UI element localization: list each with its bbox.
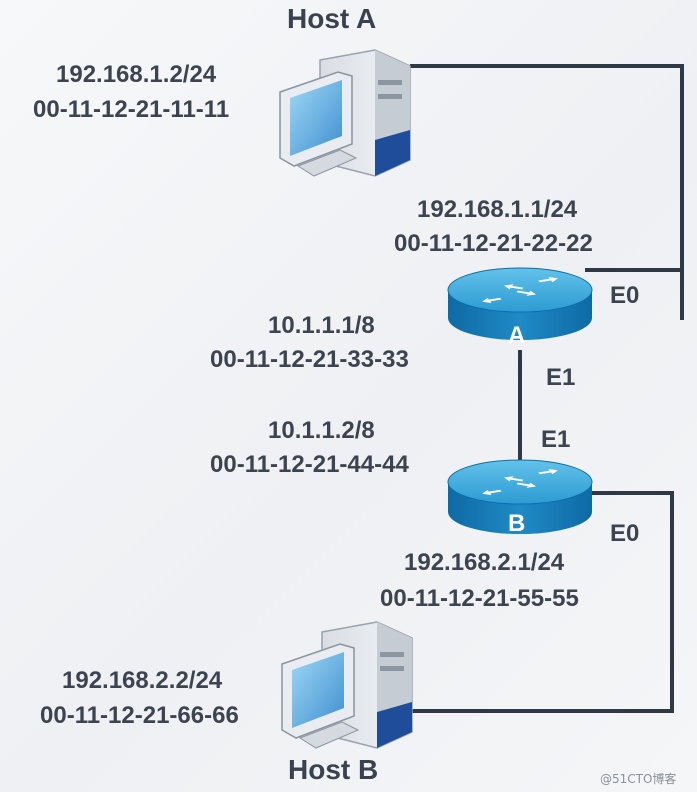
router-a-e0-mac: 00-11-12-21-22-22 bbox=[394, 230, 593, 257]
router-a-e0-port: E0 bbox=[610, 282, 640, 309]
router-b-e1-port: E1 bbox=[541, 426, 571, 453]
router-b-e1-mac: 00-11-12-21-44-44 bbox=[210, 451, 409, 478]
host-b-mac: 00-11-12-21-66-66 bbox=[40, 702, 239, 729]
router-b-e0-mac: 00-11-12-21-55-55 bbox=[380, 585, 579, 612]
host-a-ip: 192.168.1.2/24 bbox=[56, 61, 217, 88]
router-a-e0-ip: 192.168.1.1/24 bbox=[417, 196, 578, 223]
router-b-e1-ip: 10.1.1.2/8 bbox=[268, 417, 375, 444]
router-a-e1-port: E1 bbox=[546, 364, 576, 391]
router-b-icon[interactable] bbox=[447, 459, 593, 534]
router-b-e0-ip: 192.168.2.1/24 bbox=[404, 549, 565, 576]
router-b-e0-port: E0 bbox=[610, 520, 640, 547]
watermark: @51CTO博客 bbox=[600, 772, 677, 786]
link-router-b-to-host-b bbox=[412, 491, 674, 713]
host-a-title: Host A bbox=[287, 3, 377, 34]
host-b-title: Host B bbox=[288, 754, 379, 785]
host-a-computer-icon[interactable] bbox=[279, 49, 411, 177]
host-b-ip: 192.168.2.2/24 bbox=[62, 667, 223, 694]
router-b-name: B bbox=[508, 510, 526, 537]
router-a-icon[interactable] bbox=[447, 267, 593, 340]
host-b-computer-icon[interactable] bbox=[281, 621, 413, 749]
link-host-a-to-router-a bbox=[410, 64, 684, 320]
host-a-mac: 00-11-12-21-11-11 bbox=[33, 96, 230, 123]
router-a-name: A bbox=[508, 322, 526, 349]
router-a-e1-ip: 10.1.1.1/8 bbox=[268, 312, 375, 339]
router-a-e1-mac: 00-11-12-21-33-33 bbox=[210, 346, 409, 373]
